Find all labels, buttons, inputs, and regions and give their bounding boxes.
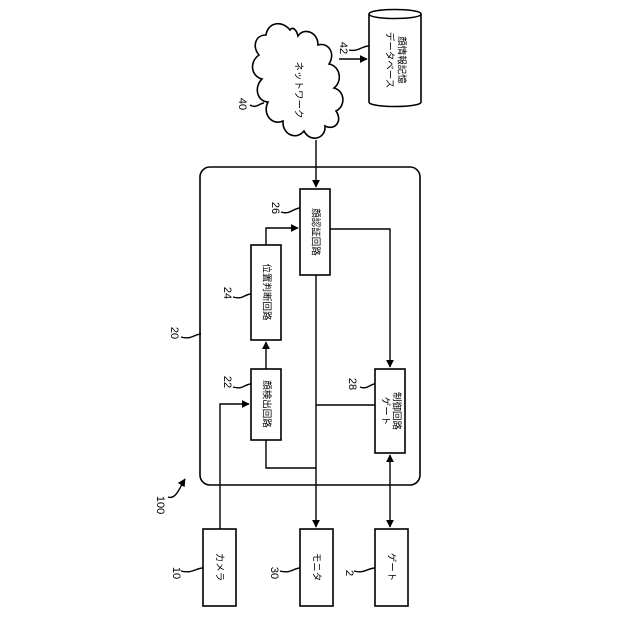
ref-20: 20	[168, 327, 180, 339]
face-detect-label: 顔検出回路	[261, 380, 273, 428]
ref-28: 28	[346, 378, 358, 390]
gate-label: ゲート	[386, 553, 398, 582]
ref-40: 40	[236, 98, 248, 110]
leader-2	[354, 568, 375, 572]
leader-30	[280, 568, 300, 572]
network-label: ネットワーク	[293, 61, 304, 118]
gate-control-label-line2: 制御回路	[391, 392, 403, 431]
ref-10: 10	[170, 567, 182, 579]
leader-100	[168, 479, 185, 497]
leader-20	[181, 334, 201, 338]
ref-30: 30	[268, 567, 280, 579]
position-judge-label: 位置判断回路	[261, 263, 273, 321]
ref-24: 24	[221, 287, 233, 299]
monitor-label: モニタ	[311, 553, 322, 582]
database-label-line1: 顔情報記憶	[396, 36, 408, 84]
ref-2: 2	[343, 570, 355, 576]
face-auth-label: 顔認証回路	[310, 208, 322, 256]
camera-label: カメラ	[214, 553, 225, 582]
ref-26: 26	[269, 202, 281, 214]
gate-control-label-line1: ゲート	[380, 397, 392, 426]
database-label-line2: データベース	[384, 32, 396, 89]
ref-22: 22	[221, 376, 233, 388]
leader-40	[250, 103, 264, 106]
ref-100: 100	[154, 496, 166, 514]
leader-42	[349, 46, 369, 50]
ref-42: 42	[337, 42, 349, 54]
leader-10	[181, 568, 203, 572]
